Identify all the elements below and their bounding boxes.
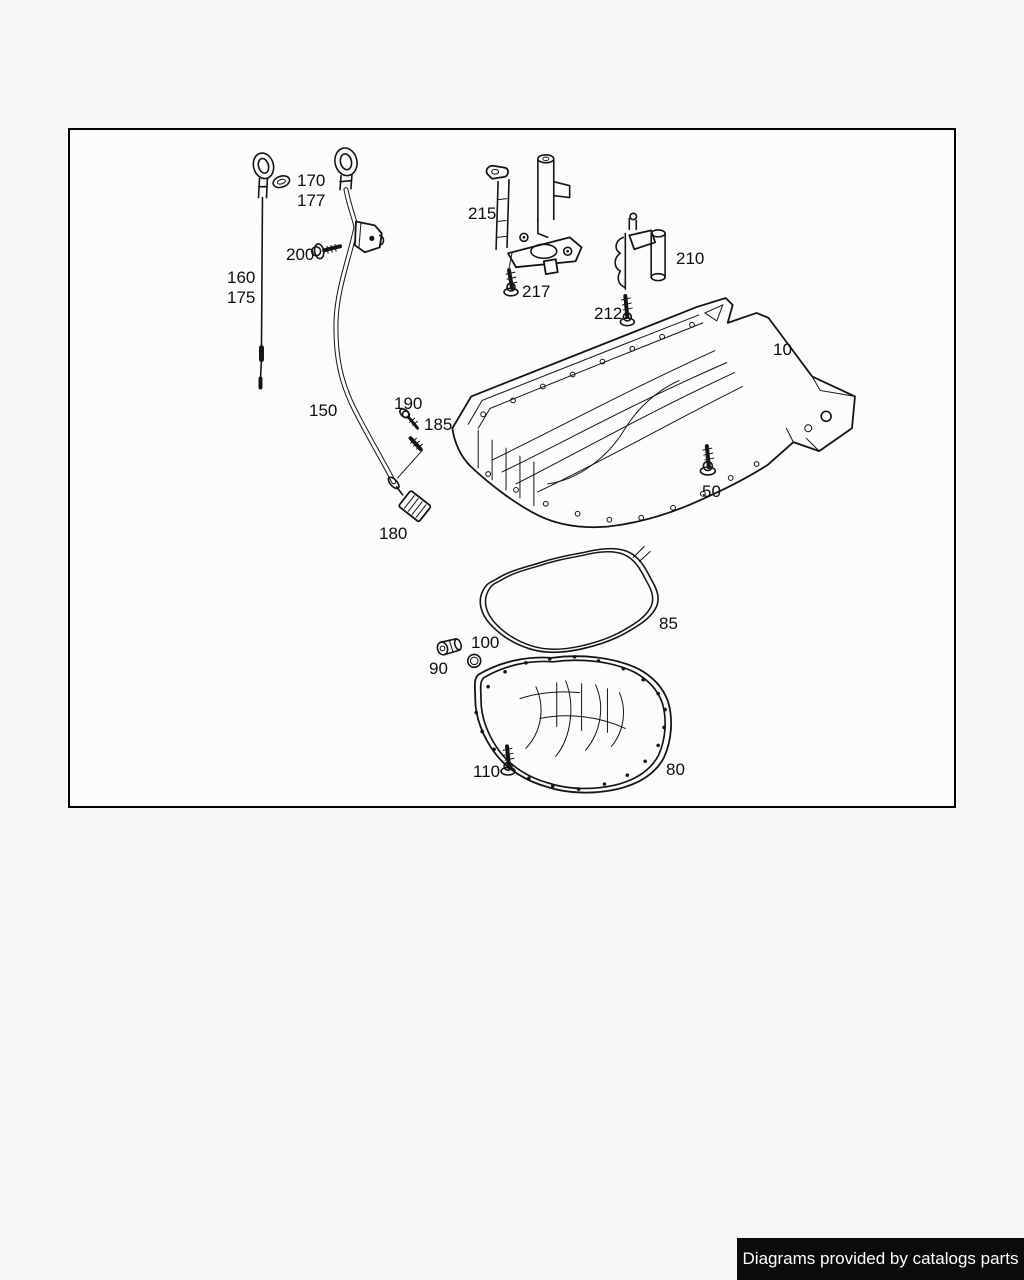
part-label-10: 10 xyxy=(773,340,792,359)
part-label-212: 212 xyxy=(594,304,623,323)
part-label-215: 215 xyxy=(468,204,497,223)
drain-plug-seal xyxy=(466,653,482,669)
part-label-110: 110 xyxy=(473,762,501,781)
diagram-artwork xyxy=(252,147,856,794)
bolt-200 xyxy=(310,243,343,260)
diagram-frame: 170 177 200 160 175 150 190 185 180 215 … xyxy=(68,128,956,808)
bracket-210 xyxy=(614,212,666,290)
part-label-50: 50 xyxy=(702,482,721,501)
lower-oil-pan xyxy=(473,655,672,794)
bolt-110 xyxy=(500,744,516,776)
part-label-175: 175 xyxy=(227,288,256,307)
part-label-85: 85 xyxy=(659,614,678,633)
part-label-180: 180 xyxy=(379,524,408,543)
rim-bolt-holes xyxy=(480,321,760,523)
dipstick xyxy=(252,152,275,390)
part-label-217: 217 xyxy=(522,282,551,301)
part-label-190: 190 xyxy=(394,394,423,413)
tube-end-fitting xyxy=(398,490,432,523)
bracket-215 xyxy=(485,154,583,276)
part-label-80: 80 xyxy=(666,760,685,779)
stud-185 xyxy=(397,436,424,479)
seal-ring-icon xyxy=(272,175,291,189)
part-label-177: 177 xyxy=(297,191,326,210)
part-label-150: 150 xyxy=(309,401,338,420)
part-label-210: 210 xyxy=(676,249,705,268)
lower-pan-bolt-holes xyxy=(474,655,667,791)
screw-190 xyxy=(399,408,420,430)
part-label-160: 160 xyxy=(227,268,256,287)
oil-dipstick-guide-tube xyxy=(333,147,432,523)
part-label-200: 200 xyxy=(286,245,315,264)
footer-text: Diagrams provided by catalogs parts xyxy=(742,1249,1019,1268)
footer-bar: Diagrams provided by catalogs parts xyxy=(737,1238,1024,1280)
oil-pan-gasket xyxy=(479,546,659,654)
drain-plug xyxy=(436,638,463,656)
bolt-217 xyxy=(503,268,519,297)
bolt-50 xyxy=(699,444,717,476)
upper-oil-pan xyxy=(451,297,856,529)
bolt-212 xyxy=(619,294,636,327)
part-label-90: 90 xyxy=(429,659,448,678)
part-label-185: 185 xyxy=(424,415,453,434)
part-label-100: 100 xyxy=(471,633,500,652)
part-label-170: 170 xyxy=(297,171,326,190)
